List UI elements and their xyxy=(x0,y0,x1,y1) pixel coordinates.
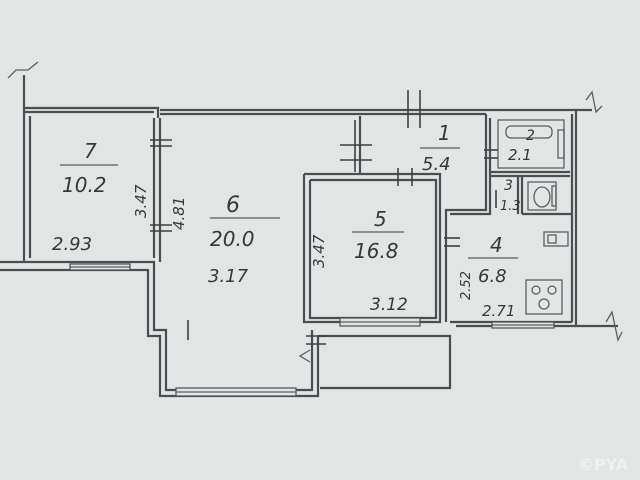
room-6-depth: 4.81 xyxy=(170,197,188,230)
room-4-area: 6.8 xyxy=(478,266,507,287)
windows xyxy=(69,263,555,397)
bathtub-icon xyxy=(497,119,565,169)
room-2-number: 2 xyxy=(526,128,535,144)
room-3-area: 1.3 xyxy=(500,199,521,214)
room-5-depth: 3.47 xyxy=(310,234,328,268)
room-6-number: 6 xyxy=(226,193,240,218)
door-marks xyxy=(150,90,498,345)
room-3-number: 3 xyxy=(504,178,513,194)
room-5-area: 16.8 xyxy=(354,239,399,263)
room-5-number: 5 xyxy=(374,207,387,231)
room-6-width: 3.17 xyxy=(208,266,249,287)
room-1-area: 5.4 xyxy=(422,154,451,175)
interior-walls xyxy=(152,114,572,324)
room-2-area: 2.1 xyxy=(508,146,532,164)
outer-walls xyxy=(0,61,623,398)
watermark: ©PYA xyxy=(578,455,629,474)
room-5-width: 3.12 xyxy=(370,295,408,315)
room-4-depth: 2.52 xyxy=(459,271,474,300)
room-4-number: 4 xyxy=(490,233,503,257)
room-4-width: 2.71 xyxy=(482,302,515,320)
room-7-depth: 3.47 xyxy=(132,184,150,218)
toilet-icon xyxy=(527,181,557,211)
label-underlines xyxy=(60,147,518,259)
stove-icon xyxy=(525,279,563,315)
room-7-number: 7 xyxy=(84,139,97,163)
sink-icon xyxy=(543,231,569,247)
room-7-area: 10.2 xyxy=(62,173,107,197)
room-1-number: 1 xyxy=(438,121,451,145)
room-6-area: 20.0 xyxy=(210,227,255,251)
room-7-width: 2.93 xyxy=(52,234,92,255)
